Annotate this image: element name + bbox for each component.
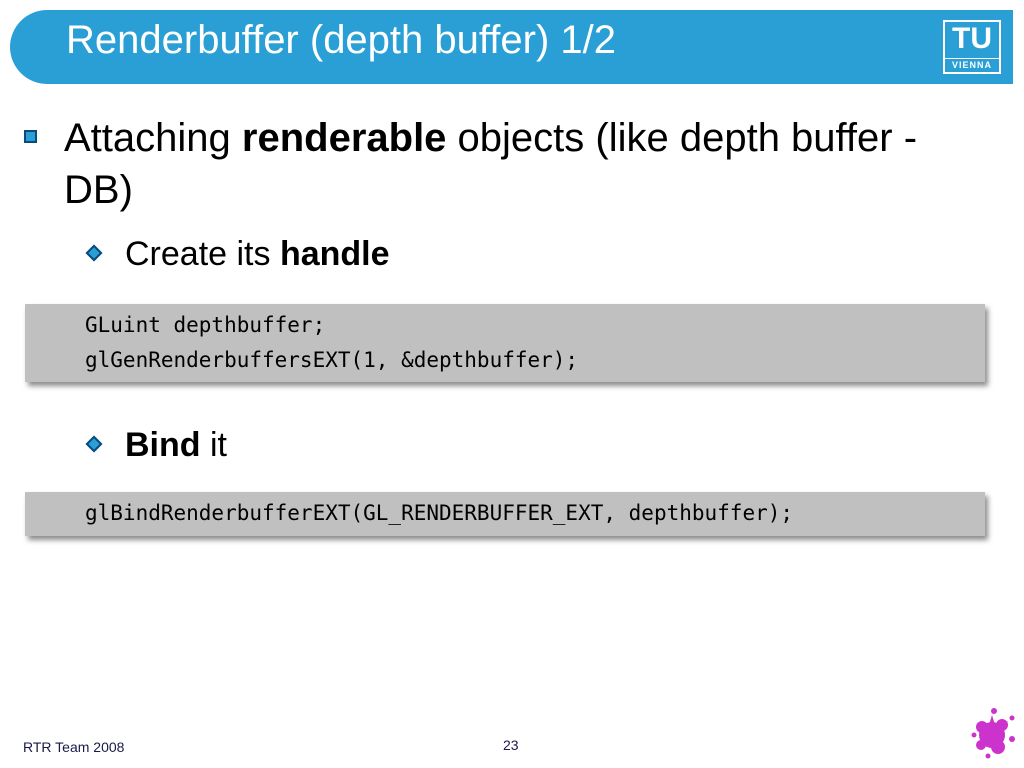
- code-line: glBindRenderbufferEXT(GL_RENDERBUFFER_EX…: [85, 501, 794, 525]
- tu-vienna-logo: TU VIENNA: [943, 20, 1001, 74]
- slide-title: Renderbuffer (depth buffer) 1/2: [66, 18, 616, 62]
- footer-team: RTR Team 2008: [23, 739, 125, 755]
- diamond-bullet-icon: [85, 435, 103, 453]
- square-bullet-icon: [24, 130, 37, 143]
- code-line: glGenRenderbuffersEXT(1, &depthbuffer);: [85, 348, 579, 372]
- step1-plain: Create its: [125, 235, 280, 273]
- code-block-1: GLuint depthbuffer; glGenRenderbuffersEX…: [25, 304, 985, 382]
- step2-plain: it: [200, 426, 227, 464]
- step2-text: Bind it: [125, 425, 227, 465]
- code-block-2: glBindRenderbufferEXT(GL_RENDERBUFFER_EX…: [25, 492, 985, 536]
- diamond-bullet-icon: [85, 244, 103, 262]
- page-number: 23: [503, 737, 519, 753]
- code-line: GLuint depthbuffer;: [85, 313, 326, 337]
- bullet-text-before: Attaching: [64, 116, 242, 160]
- step2-bold: Bind: [125, 426, 201, 464]
- step1-bold: handle: [279, 235, 390, 273]
- title-bar: [10, 10, 1013, 84]
- logo-sub-text: VIENNA: [945, 58, 999, 70]
- step1-text: Create its handle: [125, 234, 390, 274]
- logo-main-text: TU: [952, 22, 992, 55]
- bullet-text-after: objects (like depth buffer - DB): [64, 116, 918, 212]
- bullet-text-bold: renderable: [241, 116, 447, 160]
- paint-splat-icon: [971, 708, 1015, 759]
- main-bullet-text: Attaching renderable objects (like depth…: [64, 112, 944, 216]
